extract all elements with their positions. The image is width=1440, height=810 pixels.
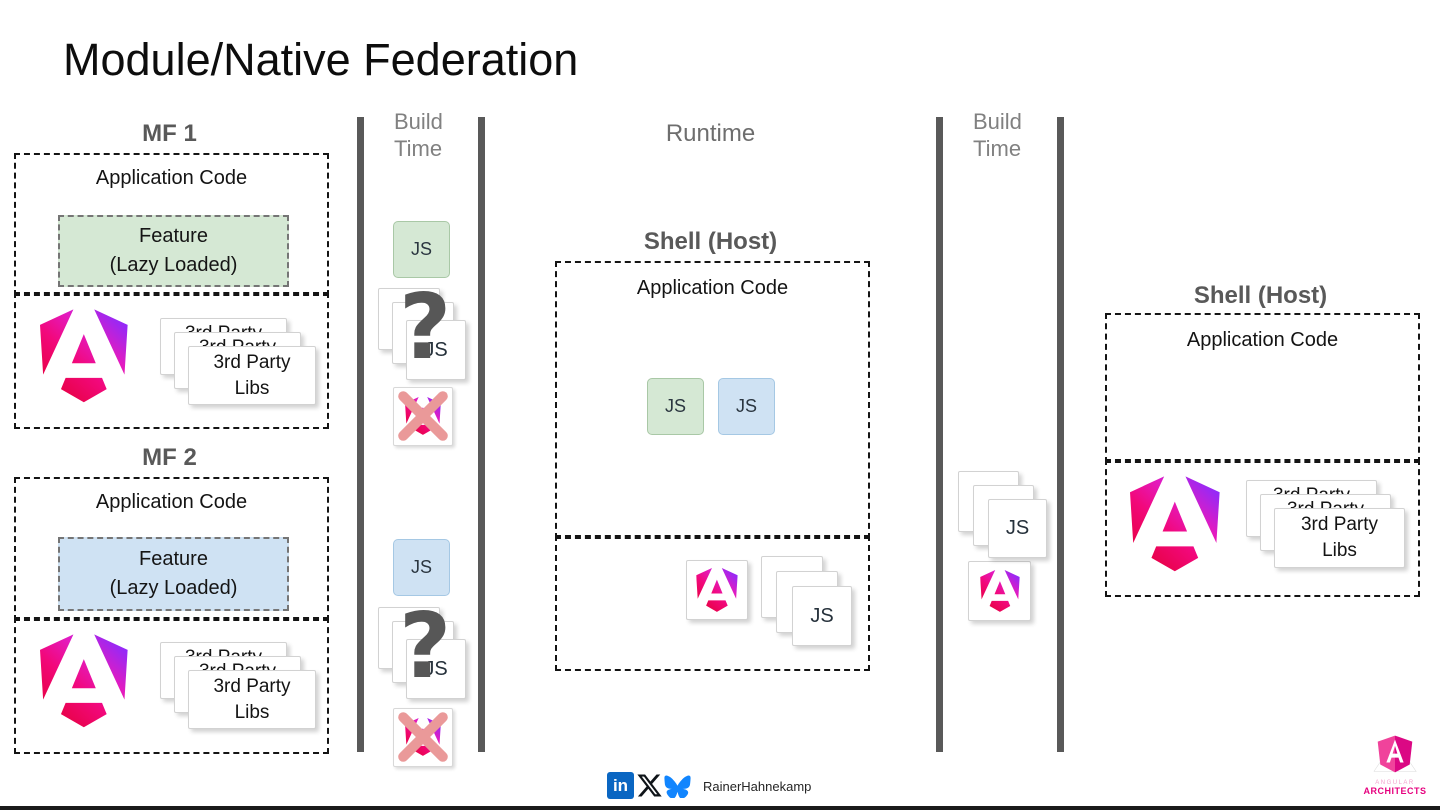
js-card: JS [393, 221, 450, 278]
runtime-shell-title: Shell (Host) [643, 228, 778, 255]
angular-icon [40, 634, 128, 728]
mf1-feature-box: Feature (Lazy Loaded) [58, 215, 289, 287]
angular-bundle-card [686, 560, 748, 620]
third-party-label: 3rd Party [213, 351, 291, 373]
mf2-app-box: Application Code Feature (Lazy Loaded) [14, 477, 329, 621]
slide-bottom-edge [0, 806, 1440, 810]
build-shell-app-box: Application Code [1105, 313, 1420, 463]
runtime-shell-app-box: Application Code JS JS [555, 261, 870, 539]
mf1-feature-line1: Feature [139, 225, 208, 247]
runtime-label: Runtime [665, 120, 756, 147]
third-party-label: 3rd Party [1300, 514, 1379, 535]
timeline-bar [357, 117, 364, 752]
libs-label: Libs [234, 701, 270, 723]
third-party-card-front: 3rd Party Libs [188, 346, 316, 405]
js-card: JS [792, 586, 852, 646]
x-icon [637, 774, 662, 797]
third-party-card-front: 3rd Party Libs [188, 670, 316, 729]
runtime-shell-remote-box: JS [555, 535, 870, 671]
mf2-app-code-label: Application Code [95, 491, 248, 513]
angular-icon [40, 309, 128, 403]
build-shell-title: Shell (Host) [1193, 282, 1328, 309]
angular-icon [696, 568, 738, 612]
shell-app-code-label: Application Code [1186, 329, 1339, 351]
mf2-feature-box: Feature (Lazy Loaded) [58, 537, 289, 611]
build-label: Build [394, 109, 443, 134]
mf1-app-box: Application Code Feature (Lazy Loaded) [14, 153, 329, 296]
build-time-label: Build Time [973, 108, 1022, 162]
js-card: JS [393, 539, 450, 596]
js-card: JS [988, 499, 1047, 558]
libs-label: Libs [1322, 540, 1357, 561]
build-label: Build [973, 109, 1022, 134]
time-label: Time [394, 136, 443, 161]
question-mark-icon: ? [399, 594, 452, 699]
build-time-label: Build Time [394, 108, 443, 162]
bluesky-icon [664, 775, 691, 798]
crossed-out-angular-icon [393, 708, 453, 767]
build-shell-libs-box: 3rd Party Libs 3rd Party Libs 3rd Party … [1105, 459, 1420, 597]
linkedin-icon: in [607, 772, 634, 799]
mf2-feature-line1: Feature [139, 548, 208, 570]
third-party-card-front: 3rd Party Libs [1274, 508, 1405, 568]
mf2-title: MF 2 [142, 444, 197, 471]
mf1-feature-line2: (Lazy Loaded) [109, 254, 238, 276]
angular-icon [980, 570, 1020, 612]
author-handle: RainerHahnekamp [703, 779, 812, 794]
libs-label: Libs [234, 377, 270, 399]
brand-shield-icon [1373, 735, 1417, 773]
timeline-bar [936, 117, 943, 752]
js-card: JS [406, 320, 466, 380]
timeline-bar [478, 117, 485, 752]
js-card: JS [406, 639, 466, 699]
brand-name-line1: ANGULAR [1375, 780, 1415, 786]
page-title: Module/Native Federation [63, 34, 579, 85]
angular-icon [1130, 476, 1220, 572]
angular-bundle-card [968, 561, 1031, 621]
brand-name-line2: ARCHITECTS [1363, 786, 1427, 796]
mf1-app-code-label: Application Code [95, 167, 248, 189]
mf1-title: MF 1 [142, 120, 197, 147]
js-card: JS [647, 378, 704, 435]
time-label: Time [973, 136, 1022, 161]
mf2-feature-line2: (Lazy Loaded) [109, 577, 238, 599]
third-party-label: 3rd Party [213, 675, 291, 697]
angular-architects-logo: ANGULAR ARCHITECTS [1362, 729, 1428, 796]
crossed-out-angular-icon [393, 387, 453, 446]
shell-app-code-label: Application Code [636, 277, 789, 299]
mf2-libs-box: 3rd Party Libs 3rd Party Libs 3rd Party … [14, 617, 329, 754]
js-card: JS [718, 378, 775, 435]
question-mark-icon: ? [399, 275, 452, 380]
timeline-bar [1057, 117, 1064, 752]
mf1-libs-box: 3rd Party Libs 3rd Party Libs 3rd Party … [14, 292, 329, 429]
